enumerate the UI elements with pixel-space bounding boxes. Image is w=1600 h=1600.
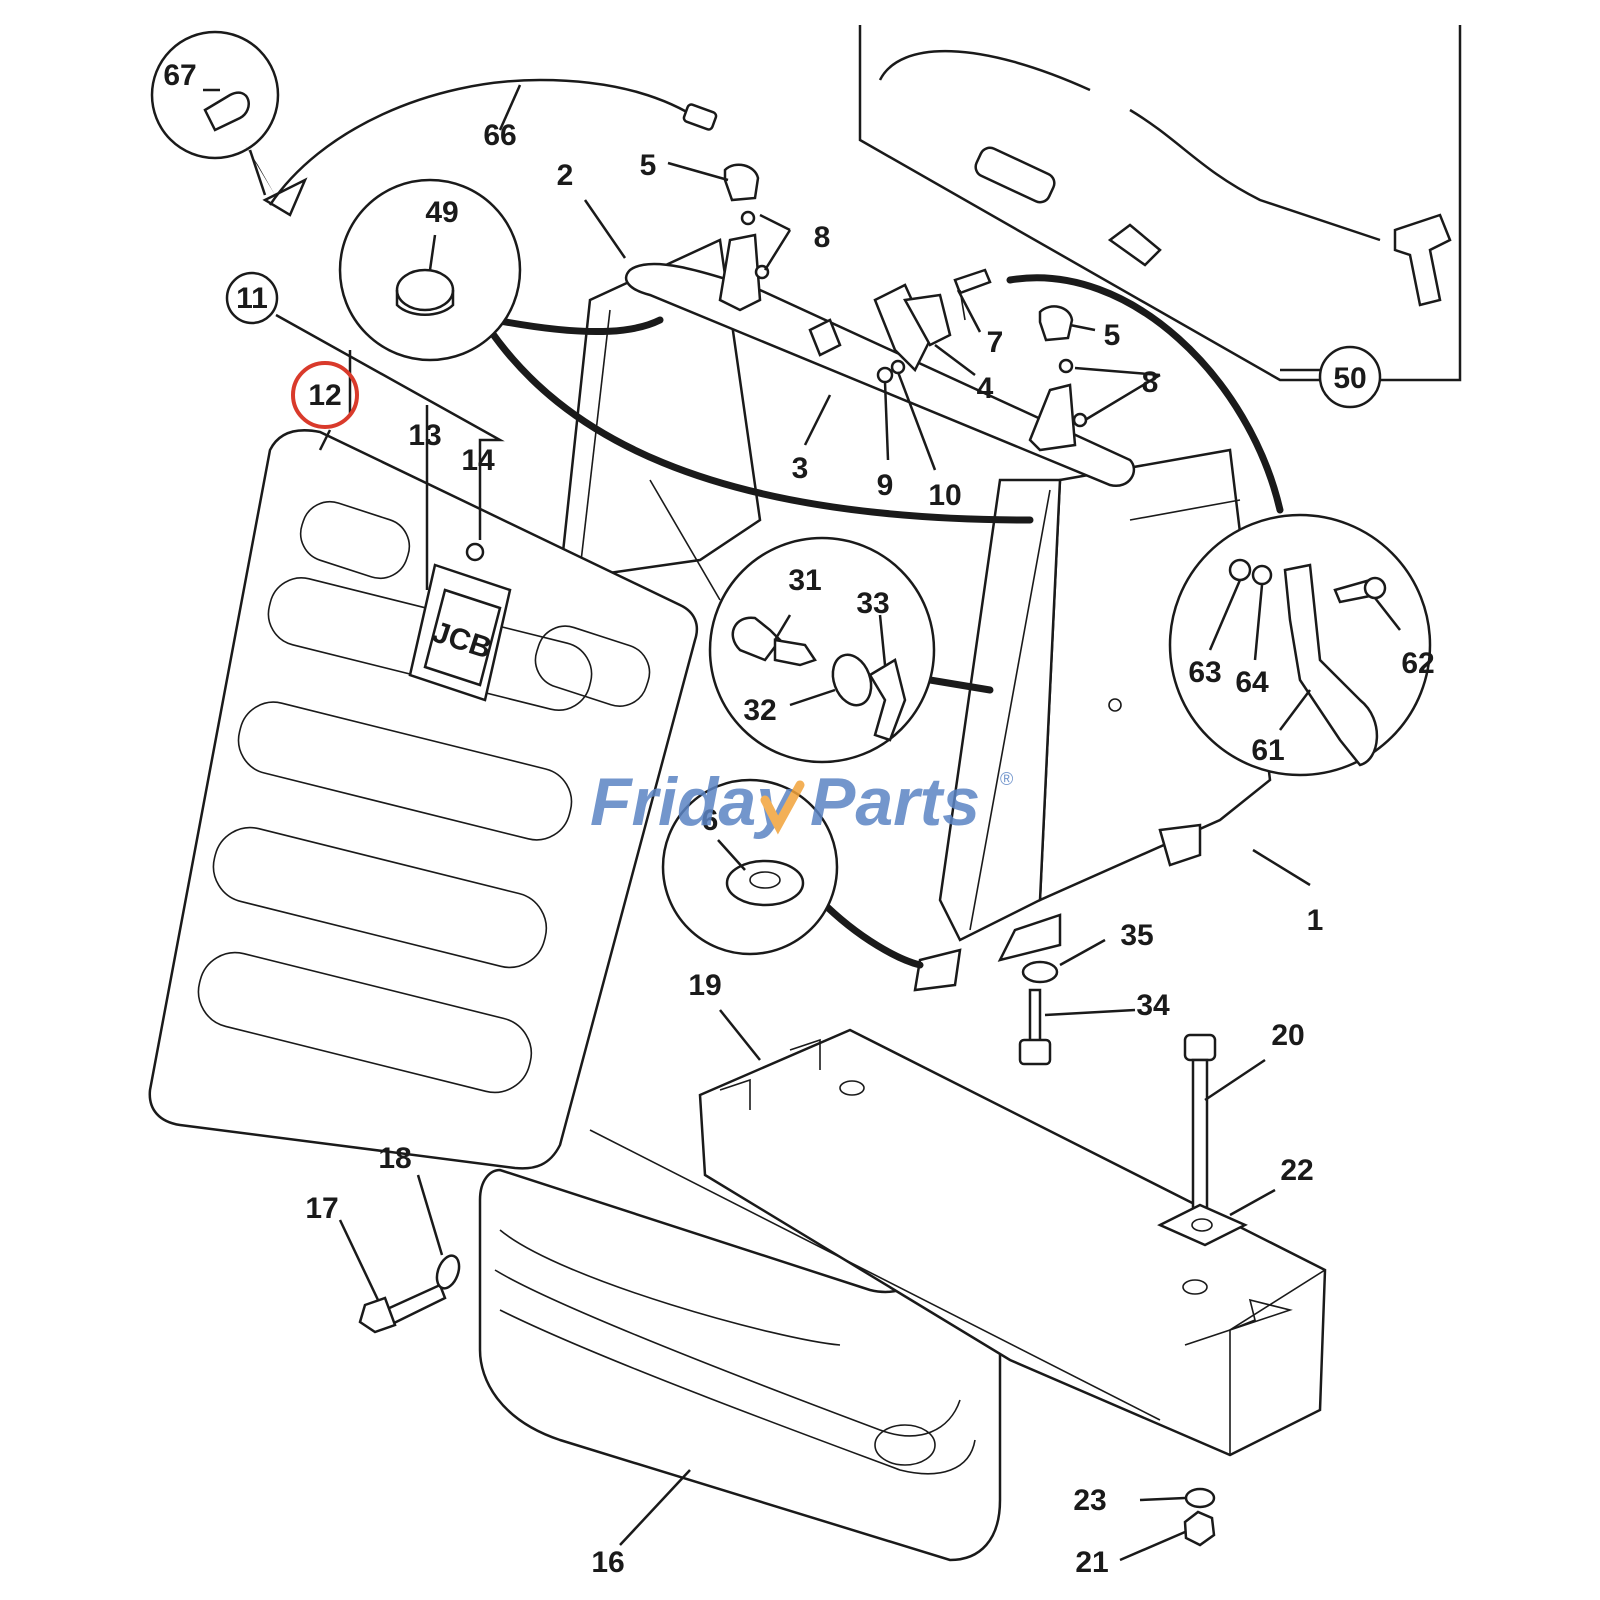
watermark: Friday Parts ®	[590, 764, 1013, 840]
label-50: 50	[1333, 362, 1366, 395]
label-13: 13	[408, 419, 441, 452]
part-labels: 1 2 3 4 5 5 6 7 8 8 9 10 11 12 13 14 16 …	[163, 59, 1434, 1579]
plate-22	[1157, 1203, 1248, 1247]
label-32: 32	[743, 694, 776, 727]
label-66: 66	[483, 119, 516, 152]
label-10: 10	[928, 479, 961, 512]
label-9: 9	[877, 469, 894, 502]
cable-50-callout-frame	[858, 25, 1462, 382]
detail-circle-6	[661, 778, 839, 956]
detail-circle-61-64	[1168, 513, 1432, 777]
leader-lines	[203, 84, 1401, 1562]
watermark-check-icon	[760, 780, 805, 835]
routing-cables	[486, 274, 1284, 969]
label-3: 3	[792, 452, 809, 485]
label-62: 62	[1401, 647, 1434, 680]
washer-18	[435, 1254, 461, 1290]
label-64: 64	[1235, 666, 1269, 699]
label-1: 1	[1307, 904, 1324, 937]
label-34: 34	[1136, 989, 1170, 1022]
fastener-5-right	[1038, 305, 1088, 428]
label-31: 31	[788, 564, 821, 597]
label-21: 21	[1075, 1546, 1108, 1579]
label-7: 7	[987, 326, 1004, 359]
watermark-registered: ®	[1000, 769, 1013, 789]
ring-50	[1318, 345, 1382, 409]
label-17: 17	[305, 1192, 338, 1225]
label-8-top: 8	[814, 221, 831, 254]
label-22: 22	[1280, 1154, 1313, 1187]
highlight-ring-12	[291, 361, 359, 429]
label-20: 20	[1271, 1019, 1304, 1052]
label-8-right: 8	[1142, 366, 1159, 399]
cable-66	[262, 78, 718, 217]
label-33: 33	[856, 587, 889, 620]
bolt-17	[358, 1283, 447, 1334]
grille-panel-12: JCB	[148, 429, 699, 1170]
bolt-20	[1183, 1033, 1217, 1212]
label-35: 35	[1120, 919, 1153, 952]
washer-35	[1021, 960, 1059, 984]
counterweight-19	[589, 1028, 1327, 1457]
label-4: 4	[977, 372, 994, 405]
label-23: 23	[1073, 1484, 1106, 1517]
label-6: 6	[702, 804, 719, 837]
label-61: 61	[1251, 734, 1284, 767]
label-2: 2	[557, 159, 574, 192]
label-12: 12	[308, 379, 341, 412]
detail-circle-67	[150, 30, 280, 196]
washer-23	[1184, 1487, 1216, 1509]
detail-circle-31-33	[708, 536, 936, 764]
label-63: 63	[1188, 656, 1221, 689]
nut-21	[1183, 1510, 1216, 1547]
label-5-top: 5	[640, 149, 657, 182]
label-14: 14	[461, 444, 495, 477]
label-19: 19	[688, 969, 721, 1002]
fastener-5-top	[723, 163, 770, 280]
detail-circle-49	[338, 178, 522, 362]
label-5-right: 5	[1104, 319, 1121, 352]
ring-11	[225, 271, 279, 325]
watermark-right: Parts	[810, 764, 980, 840]
label-11: 11	[236, 282, 268, 315]
bolt-34	[1018, 988, 1052, 1066]
label-16: 16	[591, 1546, 624, 1579]
label-18: 18	[378, 1142, 411, 1175]
label-49: 49	[425, 196, 458, 229]
label-67: 67	[163, 59, 196, 92]
